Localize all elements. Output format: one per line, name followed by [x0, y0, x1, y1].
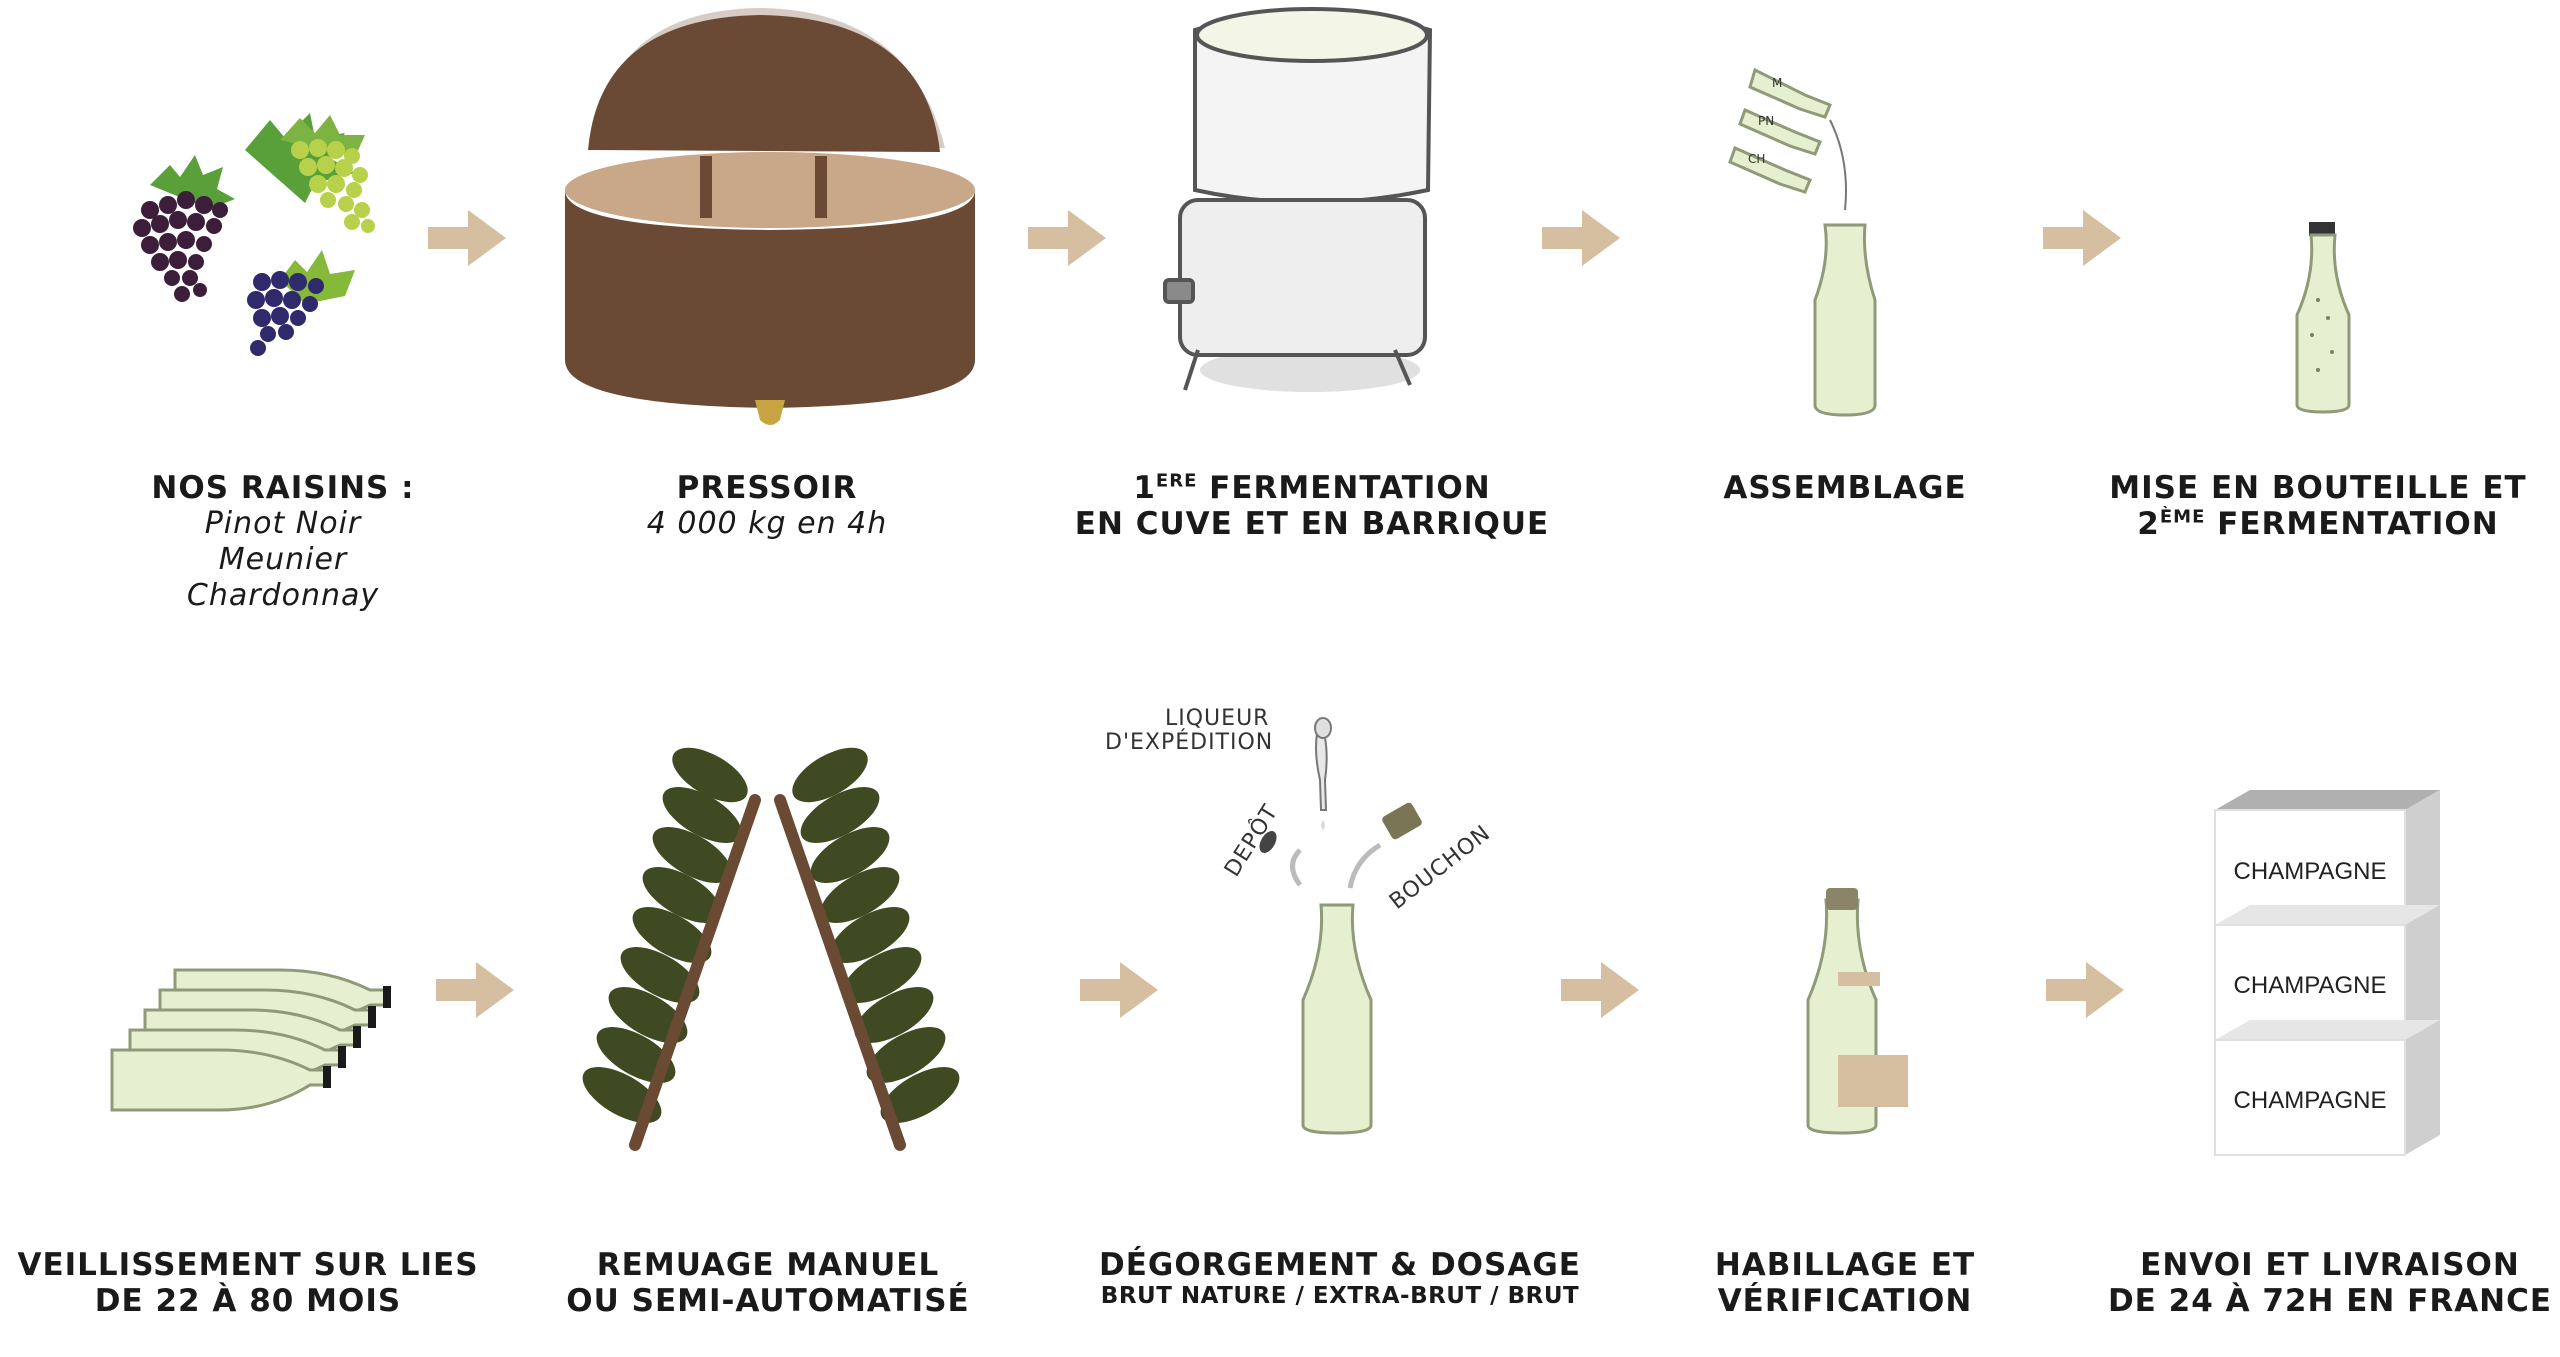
aging-bottles-icon — [110, 968, 387, 1112]
step-title: MISE EN BOUTEILLE ET — [2109, 470, 2527, 506]
grape-variety: Chardonnay — [186, 578, 380, 613]
sealed-bottle-icon — [2295, 222, 2351, 414]
bottle-tag-pinot-noir: PN — [1758, 114, 1775, 128]
title-superscript: ÈME — [2159, 506, 2206, 528]
step-title: DÉGORGEMENT & DOSAGE — [1099, 1247, 1581, 1283]
step-raisins-caption: NOS RAISINS : Pinot Noir Meunier Chardon… — [151, 470, 414, 614]
title-superscript: ERE — [1155, 470, 1198, 492]
bottle-cap-icon — [323, 986, 391, 1088]
press-icon — [565, 8, 975, 425]
step-title-line2: DE 24 À 72H EN FRANCE — [2107, 1283, 2553, 1319]
step-envoi-caption: ENVOI ET LIVRAISON DE 24 À 72H EN FRANCE — [2108, 1247, 2552, 1319]
step-title: NOS RAISINS : — [151, 470, 415, 506]
shipping-boxes-icon — [2214, 790, 2440, 1156]
step-title-line2: VÉRIFICATION — [1717, 1283, 1973, 1319]
flow-arrow-icon — [1542, 210, 1620, 266]
box-label-middle: CHAMPAGNE — [2233, 972, 2387, 999]
title-number: 1 — [1133, 470, 1156, 506]
step-bouteille-caption: MISE EN BOUTEILLE ET 2ÈME FERMENTATION — [2109, 470, 2526, 542]
step-title: ENVOI ET LIVRAISON — [2140, 1247, 2520, 1283]
grape-variety: Meunier — [218, 542, 348, 577]
dressed-bottle-icon — [1806, 888, 1908, 1135]
step-subtitle: 4 000 kg en 4h — [646, 506, 888, 541]
bottle-tag-meunier: M — [1772, 76, 1783, 90]
step-title: REMUAGE MANUEL — [596, 1247, 940, 1283]
step-title: 1ERE FERMENTATION — [1075, 470, 1549, 506]
step-title: PRESSOIR — [676, 470, 858, 506]
liqueur-label-line2: D'EXPÉDITION — [1105, 730, 1274, 755]
step-pressoir-caption: PRESSOIR 4 000 kg en 4h — [647, 470, 887, 542]
assemblage-bottle-icon — [1728, 67, 1877, 417]
bottle-tag-chardonnay: CH — [1748, 152, 1766, 166]
dosage-options: BRUT NATURE / EXTRA-BRUT / BRUT — [1100, 1283, 1580, 1309]
liqueur-label-line1: LIQUEUR — [1165, 706, 1270, 731]
fermentation-tank-icon — [1163, 7, 1433, 392]
step-title-line2: DE 22 À 80 MOIS — [94, 1283, 402, 1319]
step-habillage-caption: HABILLAGE ET VÉRIFICATION — [1715, 1247, 1975, 1319]
flow-arrow-icon — [1028, 210, 1106, 266]
title-text: FERMENTATION — [2205, 506, 2499, 542]
box-label-bottom: CHAMPAGNE — [2233, 1087, 2387, 1114]
flow-arrow-icon — [1080, 962, 1158, 1018]
flow-arrow-icon — [2046, 962, 2124, 1018]
box-label-top: CHAMPAGNE — [2233, 858, 2387, 885]
grape-variety: Pinot Noir — [204, 506, 362, 541]
step-title-line2: 2ÈME FERMENTATION — [2109, 506, 2526, 542]
step-title-line2: OU SEMI-AUTOMATISÉ — [566, 1283, 970, 1319]
step-fermentation-caption: 1ERE FERMENTATION EN CUVE ET EN BARRIQUE — [1075, 470, 1549, 542]
step-veillissement-caption: VEILLISSEMENT SUR LIES DE 22 À 80 MOIS — [17, 1247, 478, 1319]
flow-arrow-icon — [428, 210, 506, 266]
step-title: HABILLAGE ET — [1714, 1247, 1976, 1283]
disgorgement-icon — [1259, 717, 1422, 1135]
riddling-rack-icon — [582, 747, 960, 1151]
title-number: 2 — [2137, 506, 2160, 542]
step-title: ASSEMBLAGE — [1723, 470, 1967, 506]
grapes-icon — [133, 113, 375, 356]
step-title-line2: EN CUVE ET EN BARRIQUE — [1074, 506, 1550, 542]
flow-arrow-icon — [2043, 210, 2121, 266]
step-degorgement-caption: DÉGORGEMENT & DOSAGE BRUT NATURE / EXTRA… — [1099, 1247, 1581, 1309]
step-assemblage-caption: ASSEMBLAGE — [1723, 470, 1966, 506]
flow-arrow-icon — [436, 962, 514, 1018]
title-text: FERMENTATION — [1197, 470, 1491, 506]
flow-arrow-icon — [1561, 962, 1639, 1018]
step-title: VEILLISSEMENT SUR LIES — [17, 1247, 479, 1283]
step-remuage-caption: REMUAGE MANUEL OU SEMI-AUTOMATISÉ — [566, 1247, 969, 1319]
